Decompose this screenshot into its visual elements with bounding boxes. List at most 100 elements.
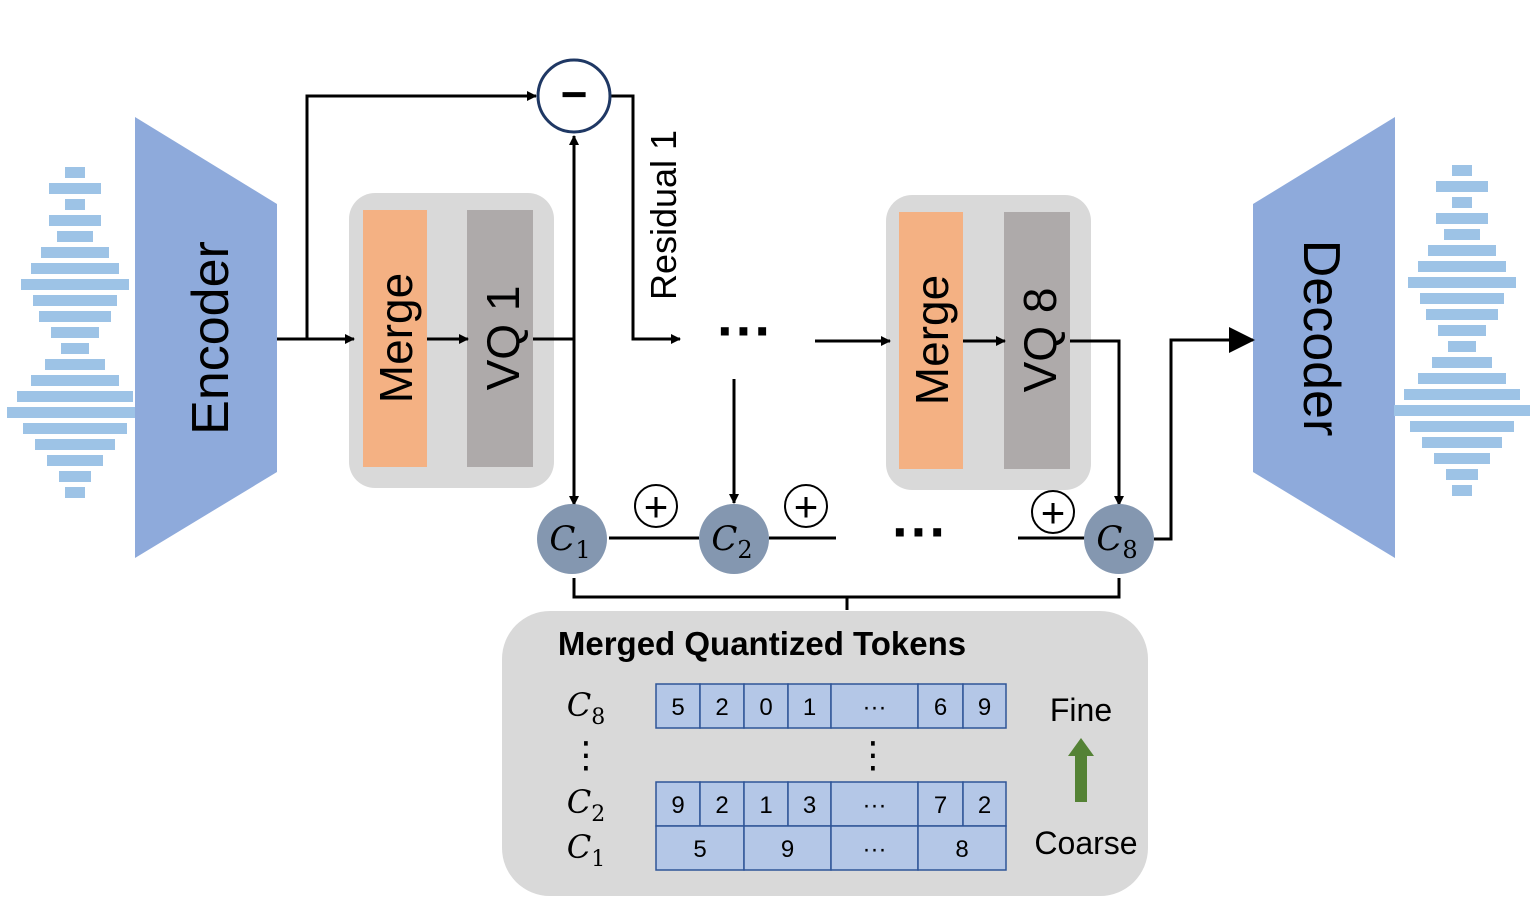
waveform-bar: [1418, 261, 1506, 272]
plus-node-2: +: [784, 483, 828, 530]
code-node-c8: C8: [1084, 504, 1154, 574]
row-label-c8: C8: [567, 686, 605, 730]
token-cell-value: 5: [693, 836, 706, 863]
token-cell-value: 1: [759, 792, 772, 819]
plus-symbol-1: +: [644, 483, 669, 530]
vq-block-8: [1004, 212, 1070, 469]
code-c8-main: C: [1096, 519, 1122, 559]
code-node-c2: C2: [699, 504, 769, 574]
waveform-bar: [1408, 277, 1516, 288]
waveform-bar: [1418, 373, 1506, 384]
plus-node-3: +: [1031, 489, 1075, 536]
waveform-bar: [35, 439, 115, 450]
token-cell: [655, 825, 745, 871]
vq-label-8: VQ 8: [1014, 288, 1066, 393]
row-label-c2: C2: [567, 783, 605, 827]
ellipsis-top: ···: [717, 299, 773, 362]
token-cell-value: ···: [863, 792, 887, 819]
waveform-bar: [1428, 245, 1496, 256]
token-cell-value: 9: [671, 792, 684, 819]
waveform-bar: [31, 375, 119, 386]
code-c2-sub: 2: [737, 536, 752, 564]
waveform-bar: [47, 455, 103, 466]
merge-block-8: [899, 212, 963, 469]
vq-label-1: VQ 1: [477, 286, 529, 391]
token-cell-value: 5: [671, 694, 684, 721]
output-waveform-icon: [1394, 165, 1530, 496]
encoder-label: Encoder: [182, 241, 240, 435]
code-c1-main: C: [549, 519, 575, 559]
token-cell-value: 2: [978, 792, 991, 819]
waveform-bar: [1448, 341, 1476, 352]
token-cell-value: 0: [759, 694, 772, 721]
waveform-bar: [1410, 421, 1514, 432]
waveform-bar: [1446, 469, 1478, 480]
waveform-bar: [1394, 405, 1530, 416]
arrow-c8-to-decoder: [1154, 327, 1255, 541]
token-cell-value: 9: [978, 694, 991, 721]
token-cell-value: 1: [803, 694, 816, 721]
waveform-bar: [23, 423, 127, 434]
waveform-bar: [21, 279, 129, 290]
vdots-cells: ⋮: [855, 734, 891, 775]
token-cell: [830, 781, 919, 827]
waveform-bar: [1434, 453, 1490, 464]
vdots-labels: ⋮: [568, 734, 604, 775]
waveform-bar: [17, 391, 133, 402]
waveform-bar: [1452, 165, 1472, 176]
waveform-bar: [1422, 437, 1502, 448]
waveform-bar: [61, 343, 89, 354]
token-cell-value: 8: [955, 836, 968, 863]
svg-text:C2: C2: [711, 519, 752, 564]
token-cell: [655, 781, 701, 827]
ellipsis-bottom: ···: [892, 500, 948, 563]
code-node-c1: C1: [537, 504, 607, 574]
residual-label: Residual 1: [643, 130, 684, 300]
token-cell-value: 3: [803, 792, 816, 819]
waveform-bar: [1420, 293, 1504, 304]
token-cell: [962, 781, 1007, 827]
connectors: [277, 91, 1255, 610]
encoder-block: [135, 117, 277, 558]
code-c2-main: C: [711, 519, 737, 559]
token-cell: [787, 683, 832, 729]
waveform-bar: [59, 471, 91, 482]
waveform-bar: [65, 199, 85, 210]
subtract-node: [536, 58, 612, 134]
waveform-bar: [41, 247, 109, 258]
subtract-symbol: −: [561, 68, 588, 120]
waveform-bar: [1436, 213, 1488, 224]
waveform-bar: [31, 263, 119, 274]
code-c1-sub: 1: [575, 536, 590, 564]
decoder-label: Decoder: [1292, 240, 1350, 437]
token-cell-value: ···: [863, 694, 887, 721]
waveform-bar: [51, 327, 99, 338]
brace: [572, 578, 1121, 610]
waveform-bar: [65, 487, 85, 498]
token-cell: [743, 683, 789, 729]
waveform-bar: [1432, 357, 1492, 368]
token-cell: [743, 781, 789, 827]
token-cell-value: 2: [715, 694, 728, 721]
decoder-block: [1253, 117, 1395, 558]
arrow-vq-8-to-c8: [1070, 339, 1124, 506]
coarse-label: Coarse: [1034, 825, 1137, 861]
token-cell-value: 2: [715, 792, 728, 819]
code-c8-sub: 8: [1122, 536, 1137, 564]
token-cell: [743, 825, 832, 871]
arrow-residual-path: [611, 94, 681, 344]
plus-symbol-3: +: [1041, 489, 1066, 536]
row-label-c1: C1: [567, 828, 605, 872]
waveform-bar: [1436, 181, 1488, 192]
waveform-bar: [49, 215, 101, 226]
merge-block-1: [363, 210, 427, 467]
waveform-bar: [1426, 309, 1498, 320]
token-cell: [830, 825, 919, 871]
waveform-bar: [1452, 197, 1472, 208]
tokens-panel-title: Merged Quantized Tokens: [558, 625, 966, 662]
input-waveform-icon: [7, 167, 143, 498]
waveform-bar: [33, 295, 117, 306]
